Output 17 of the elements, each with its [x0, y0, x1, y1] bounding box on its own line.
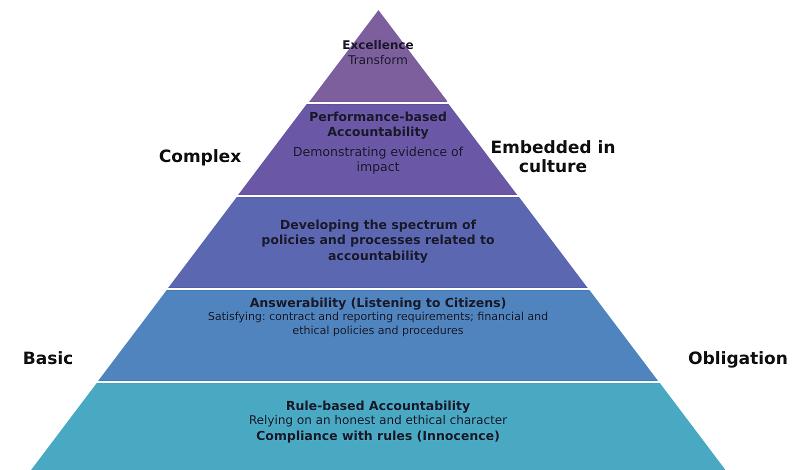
layer-heading: Rule-based Accountability: [286, 398, 470, 414]
pyramid-base-layer: [30, 383, 726, 470]
layer-heading: Answerability (Listening to Citizens): [250, 295, 506, 310]
layer-heading: Performance-based Accountability: [308, 109, 448, 140]
side-label: Basic: [22, 350, 74, 369]
layer-description: Relying on an honest and ethical character: [248, 413, 508, 428]
side-label: Complex: [158, 148, 242, 167]
side-label: Obligation: [687, 350, 789, 369]
layer-heading: Compliance with rules (Innocence): [256, 428, 500, 444]
pyramid-layer: [98, 290, 658, 381]
layer-heading: Developing the spectrum of policies and processes related to accountability: [260, 217, 496, 263]
layer-description: Satisfying: contract and reporting requirements; financial and ethical policies and procedures: [206, 310, 550, 338]
pyramid-layer: [168, 197, 588, 288]
side-label: Embedded in culture: [490, 139, 616, 176]
layer-description: Demonstrating evidence of impact: [292, 144, 464, 174]
pyramid-top-layer: [308, 10, 448, 102]
layer-description: Transform: [348, 52, 408, 68]
